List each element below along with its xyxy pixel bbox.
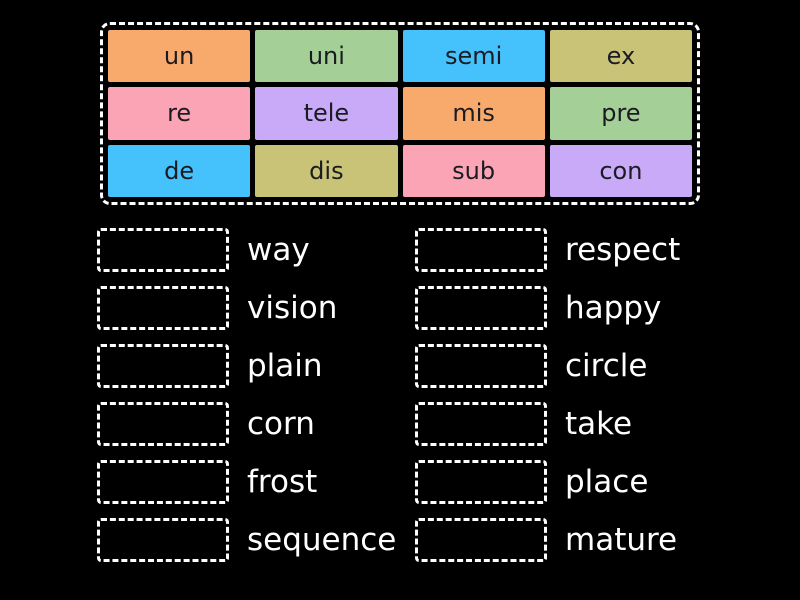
answer-slot-corn[interactable] — [97, 402, 229, 446]
word-row-mature: mature — [415, 518, 680, 562]
word-column-left: way vision plain corn frost sequence — [97, 228, 396, 576]
prefix-tile-semi[interactable]: semi — [402, 30, 545, 83]
word-row-circle: circle — [415, 344, 680, 388]
answer-slot-sequence[interactable] — [97, 518, 229, 562]
word-label: respect — [565, 231, 681, 268]
prefix-tile-de[interactable]: de — [108, 144, 251, 197]
prefix-tile-dis[interactable]: dis — [255, 144, 398, 197]
answer-slot-circle[interactable] — [415, 344, 547, 388]
prefix-tile-con[interactable]: con — [549, 144, 692, 197]
prefix-tile-uni[interactable]: uni — [255, 30, 398, 83]
prefix-tile-re[interactable]: re — [108, 87, 251, 140]
word-row-respect: respect — [415, 228, 680, 272]
answer-slot-mature[interactable] — [415, 518, 547, 562]
word-column-right: respect happy circle take place mature — [415, 228, 680, 576]
word-row-vision: vision — [97, 286, 396, 330]
word-label: sequence — [247, 521, 397, 558]
word-label: mature — [565, 521, 678, 558]
word-row-plain: plain — [97, 344, 396, 388]
word-row-place: place — [415, 460, 680, 504]
word-row-way: way — [97, 228, 396, 272]
word-label: plain — [247, 347, 323, 384]
answer-slot-place[interactable] — [415, 460, 547, 504]
answer-slot-way[interactable] — [97, 228, 229, 272]
word-label: take — [565, 405, 633, 442]
word-row-sequence: sequence — [97, 518, 396, 562]
word-row-happy: happy — [415, 286, 680, 330]
word-row-frost: frost — [97, 460, 396, 504]
prefix-tile-ex[interactable]: ex — [549, 30, 692, 83]
word-label: vision — [247, 289, 338, 326]
prefix-tile-un[interactable]: un — [108, 30, 251, 83]
prefix-tile-tele[interactable]: tele — [255, 87, 398, 140]
prefix-tile-sub[interactable]: sub — [402, 144, 545, 197]
word-label: way — [247, 231, 310, 268]
prefix-tile-pre[interactable]: pre — [549, 87, 692, 140]
prefix-tile-mis[interactable]: mis — [402, 87, 545, 140]
answer-slot-respect[interactable] — [415, 228, 547, 272]
answer-slot-happy[interactable] — [415, 286, 547, 330]
word-label: circle — [565, 347, 648, 384]
answer-slot-take[interactable] — [415, 402, 547, 446]
word-row-corn: corn — [97, 402, 396, 446]
word-label: place — [565, 463, 649, 500]
word-row-take: take — [415, 402, 680, 446]
answer-slot-frost[interactable] — [97, 460, 229, 504]
word-label: happy — [565, 289, 662, 326]
answer-slot-plain[interactable] — [97, 344, 229, 388]
answer-slot-vision[interactable] — [97, 286, 229, 330]
word-label: frost — [247, 463, 318, 500]
word-label: corn — [247, 405, 315, 442]
